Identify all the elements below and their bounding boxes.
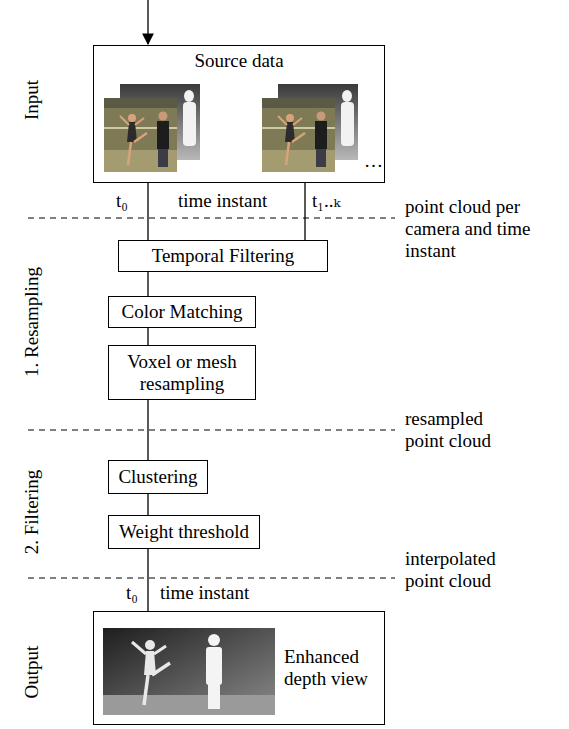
process-box: Temporal Filtering xyxy=(118,240,328,272)
time-label: t₀ xyxy=(126,582,138,604)
process-box: Voxel or mesh resampling xyxy=(108,345,256,400)
time-label: time instant xyxy=(160,582,249,604)
output-box: Enhanced depth view xyxy=(93,611,385,725)
time-label: time instant xyxy=(178,190,267,212)
stage-label: 1. Resampling xyxy=(21,267,43,377)
stage-label: 2. Filtering xyxy=(21,470,43,554)
process-box: Clustering xyxy=(108,460,208,494)
stage-separator xyxy=(28,218,395,578)
data-label: point cloud per camera and time instant xyxy=(405,196,565,262)
connector-line xyxy=(147,549,148,611)
stage-label: Output xyxy=(21,646,43,699)
node-text: Color Matching xyxy=(122,301,243,323)
source-images xyxy=(104,84,200,172)
data-label: interpolated point cloud xyxy=(405,548,517,592)
connector-line xyxy=(147,328,148,345)
node-text: Voxel or mesh resampling xyxy=(117,351,247,395)
source-box: Source data xyxy=(93,45,385,183)
time-label: t₁..ₖ xyxy=(312,190,340,212)
node-text: Enhanced depth view xyxy=(284,646,376,690)
process-box: Color Matching xyxy=(108,296,256,328)
connector-line xyxy=(147,494,148,515)
connector-line xyxy=(304,183,305,240)
ellipsis-mark: … xyxy=(364,150,383,172)
source-images xyxy=(262,84,358,172)
time-label: t₀ xyxy=(116,190,128,212)
depth-image xyxy=(103,628,275,715)
stage-label: Input xyxy=(21,80,43,120)
connector-line xyxy=(147,183,148,240)
node-text: Temporal Filtering xyxy=(152,245,295,267)
connector-line xyxy=(147,400,148,460)
node-text: Clustering xyxy=(118,466,197,488)
node-text: Weight threshold xyxy=(119,521,249,543)
data-label: resampled point cloud xyxy=(405,408,517,452)
connector-line xyxy=(147,272,148,296)
process-box: Weight threshold xyxy=(108,515,260,549)
node-text: Source data xyxy=(194,50,283,72)
